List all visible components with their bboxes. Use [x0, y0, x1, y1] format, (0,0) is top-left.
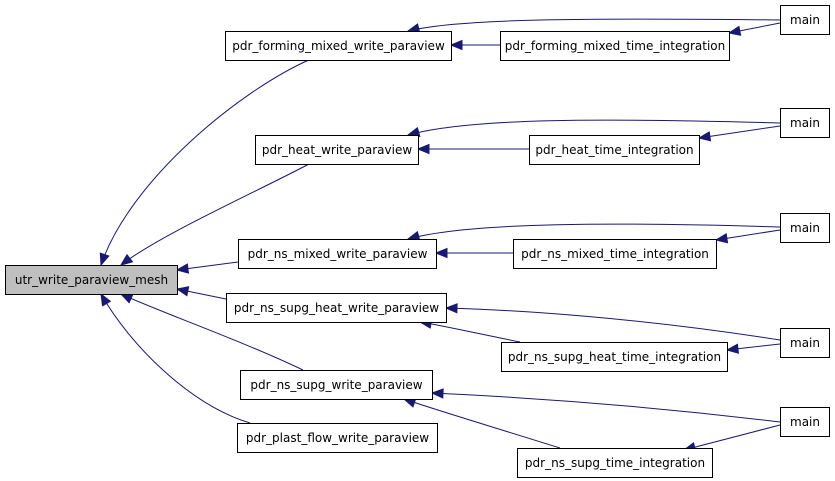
node-label: pdr_ns_mixed_time_integration: [521, 247, 709, 261]
node-nshw[interactable]: pdr_ns_supg_heat_write_paraview: [226, 293, 447, 323]
arrowhead-m2-to-hti: [697, 131, 712, 142]
node-label: pdr_ns_supg_heat_time_integration: [508, 350, 721, 364]
node-nmti[interactable]: pdr_ns_mixed_time_integration: [513, 239, 717, 269]
node-pfw[interactable]: pdr_plast_flow_write_paraview: [237, 423, 438, 453]
arrowhead-pfw-to-root: [100, 292, 112, 307]
node-box[interactable]: [780, 213, 830, 243]
node-box[interactable]: [513, 239, 717, 269]
edge-fmw-to-root: [100, 58, 312, 266]
node-root[interactable]: utr_write_paraview_mesh: [5, 265, 178, 295]
arrowhead-nmw-to-root: [175, 263, 190, 274]
node-box[interactable]: [5, 265, 178, 295]
arrowhead-m1-to-fmti: [727, 25, 742, 36]
node-label: pdr_plast_flow_write_paraview: [246, 431, 429, 445]
arrowhead-hti-to-hw: [416, 143, 430, 155]
node-label: pdr_ns_supg_write_paraview: [250, 378, 422, 392]
arrowhead-nsw-to-root: [119, 293, 134, 304]
node-box[interactable]: [780, 5, 830, 35]
edge-m2-to-hw: [407, 119, 781, 136]
node-box[interactable]: [780, 328, 830, 358]
node-box[interactable]: [240, 370, 433, 400]
edge-m5-to-nsw: [431, 392, 781, 423]
edge-pfw-to-root: [100, 293, 251, 424]
node-m2[interactable]: main: [780, 108, 830, 138]
edge-m1-to-fmw: [407, 18, 781, 32]
node-label: main: [790, 336, 820, 350]
node-box[interactable]: [500, 31, 730, 61]
node-box[interactable]: [225, 31, 452, 61]
node-label: main: [790, 221, 820, 235]
node-label: main: [790, 13, 820, 27]
arrowhead-nshw-to-root: [175, 286, 190, 297]
node-nsw[interactable]: pdr_ns_supg_write_paraview: [240, 370, 433, 400]
arrowhead-m5-to-nsw: [430, 388, 444, 399]
node-box[interactable]: [238, 239, 437, 269]
node-fmw[interactable]: pdr_forming_mixed_write_paraview: [225, 31, 452, 61]
node-label: utr_write_paraview_mesh: [15, 273, 168, 287]
arrowhead-m3-to-nmti: [714, 233, 729, 244]
edge-m2-to-hti: [698, 125, 781, 139]
arrowhead-hw-to-root: [119, 253, 134, 266]
node-box[interactable]: [226, 293, 447, 323]
edge-nshti-to-nshw: [419, 321, 521, 343]
node-label: pdr_ns_supg_heat_write_paraview: [234, 301, 439, 315]
arrowhead-m4-to-nshw: [444, 303, 458, 314]
arrowhead-fmti-to-fmw: [449, 39, 463, 51]
arrowhead-fmw-to-root: [99, 252, 110, 267]
node-m5[interactable]: main: [780, 407, 830, 437]
node-box[interactable]: [501, 342, 728, 372]
edge-m3-to-nmw: [407, 223, 781, 240]
node-label: pdr_heat_time_integration: [535, 143, 693, 157]
node-box[interactable]: [517, 448, 713, 478]
node-label: pdr_ns_mixed_write_paraview: [248, 247, 428, 261]
node-m1[interactable]: main: [780, 5, 830, 35]
node-nshti[interactable]: pdr_ns_supg_heat_time_integration: [501, 342, 728, 372]
edge-m4-to-nshw: [445, 307, 781, 341]
edge-m5-to-nsti: [683, 424, 781, 451]
node-label: pdr_forming_mixed_time_integration: [505, 39, 726, 53]
node-label: pdr_forming_mixed_write_paraview: [232, 39, 445, 53]
node-hw[interactable]: pdr_heat_write_paraview: [255, 135, 419, 165]
node-box[interactable]: [780, 407, 830, 437]
node-hti[interactable]: pdr_heat_time_integration: [529, 135, 700, 165]
node-box[interactable]: [237, 423, 438, 453]
node-label: pdr_ns_supg_time_integration: [525, 456, 705, 470]
node-box[interactable]: [529, 135, 700, 165]
edge-nsw-to-root: [120, 293, 304, 371]
node-label: main: [790, 415, 820, 429]
node-box[interactable]: [255, 135, 419, 165]
node-label: pdr_heat_write_paraview: [262, 143, 412, 157]
node-nsti[interactable]: pdr_ns_supg_time_integration: [517, 448, 713, 478]
edge-layer: [99, 18, 781, 453]
arrowhead-m4-to-nshti: [725, 343, 740, 354]
node-layer: utr_write_paraview_mesh pdr_forming_mixed…: [5, 5, 830, 478]
node-box[interactable]: [780, 108, 830, 138]
arrowhead-nmti-to-nmw: [434, 247, 448, 259]
node-m3[interactable]: main: [780, 213, 830, 243]
edge-hw-to-root: [120, 162, 312, 266]
node-nmw[interactable]: pdr_ns_mixed_write_paraview: [238, 239, 437, 269]
node-m4[interactable]: main: [780, 328, 830, 358]
node-label: main: [790, 116, 820, 130]
node-fmti[interactable]: pdr_forming_mixed_time_integration: [500, 31, 730, 61]
